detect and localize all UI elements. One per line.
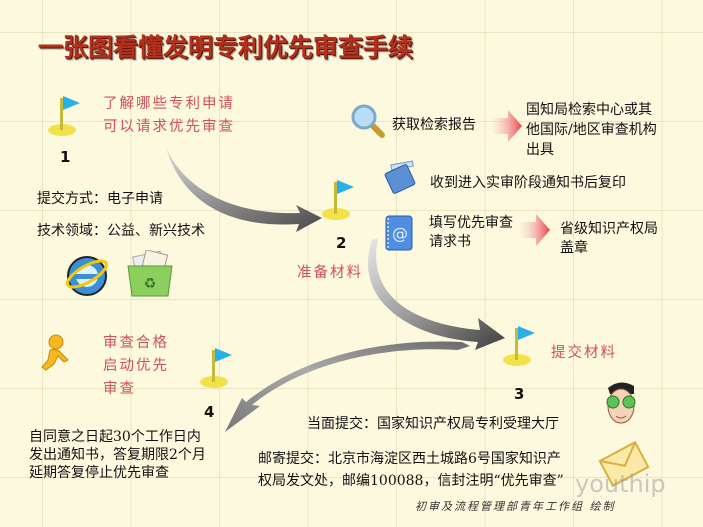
cartoon-man-icon: [598, 380, 644, 428]
request-form-label-line1: 填写优先审查: [429, 215, 513, 231]
step1-caption-line1: 了解哪些专利申请: [103, 96, 235, 112]
search-report-label: 获取检索报告: [392, 117, 476, 133]
svg-text:♻: ♻: [144, 276, 157, 292]
step4-details-line2: 发出通知书，答复期限2个月: [29, 447, 206, 463]
arrow-step3-to-step4: [225, 341, 470, 432]
watermark: youthip: [575, 470, 666, 498]
flag-icon-step3: [499, 322, 543, 368]
step1-tech-field: 技术领域：公益、新兴技术: [37, 223, 205, 239]
step3-mail: 邮寄提交：北京市海淀区西土城路6号国家知识产 权局发文处，邮编100088，信封…: [258, 448, 564, 492]
flag-icon-step2: [318, 176, 362, 222]
step3-in-person: 当面提交：国家知识产权局专利受理大厅: [307, 416, 559, 432]
search-report-source-line2: 他国际/地区审查机构: [526, 122, 657, 138]
step4-caption: 审查合格 启动优先 审查: [103, 332, 169, 401]
notice-copy-label: 收到进入实审阶段通知书后复印: [430, 175, 626, 191]
footer-credit: 初审及流程管理部青年工作组 绘制: [415, 500, 616, 513]
step4-details: 自同意之日起30个工作日内 发出通知书，答复期限2个月 延期答复停止优先审查: [29, 428, 206, 482]
step1-submission-method: 提交方式：电子申请: [37, 191, 163, 207]
flag-icon-step1: [44, 92, 88, 138]
flag-icon-step4: [196, 344, 240, 390]
svg-text:@: @: [392, 224, 408, 243]
step4-caption-line3: 审查: [103, 381, 136, 397]
step4-caption-line1: 审查合格: [103, 335, 169, 351]
step1-caption-line2: 可以请求优先审查: [103, 119, 235, 135]
request-form-stamp-line1: 省级知识产权局: [560, 221, 658, 237]
step3-caption: 提交材料: [551, 345, 617, 361]
red-arrow-search-report: [492, 110, 522, 142]
step3-mail-line2: 权局发文处，邮编100088，信封注明“优先审查”: [258, 473, 564, 489]
red-arrow-request-form: [520, 214, 550, 246]
arrow-step1-to-step2: [166, 148, 322, 232]
search-report-source-line3: 出具: [526, 142, 554, 158]
arrow-step2-to-step3: [367, 238, 505, 350]
running-person-icon: [36, 334, 74, 374]
address-book-icon: @: [382, 214, 416, 252]
internet-explorer-icon: [64, 250, 110, 300]
step4-details-line1: 自同意之日起30个工作日内: [29, 429, 201, 445]
request-form-stamp: 省级知识产权局 盖章: [560, 220, 658, 258]
step4-number: 4: [204, 403, 215, 421]
page-title: 一张图看懂发明专利优先审查手续: [38, 33, 414, 62]
step1-number: 1: [60, 148, 71, 166]
search-report-source-line1: 国知局检索中心或其: [526, 102, 652, 118]
search-report-source: 国知局检索中心或其 他国际/地区审查机构 出具: [526, 100, 657, 160]
step3-number: 3: [514, 385, 525, 403]
notebook-icon: [384, 160, 418, 194]
step4-details-line3: 延期答复停止优先审查: [29, 465, 169, 481]
request-form-label-line2: 请求书: [429, 234, 471, 250]
step3-mail-line1: 邮寄提交：北京市海淀区西土城路6号国家知识产: [258, 451, 561, 467]
step4-caption-line2: 启动优先: [103, 358, 169, 374]
envelope-icon: [598, 440, 650, 488]
magnifier-icon: [350, 103, 386, 139]
request-form-stamp-line2: 盖章: [560, 240, 588, 256]
step2-caption: 准备材料: [297, 265, 363, 281]
recycle-bin-icon: ♻: [124, 250, 176, 300]
step1-caption: 了解哪些专利申请 可以请求优先审查: [103, 93, 235, 139]
step2-number: 2: [336, 234, 347, 252]
request-form-label: 填写优先审查 请求书: [429, 214, 513, 252]
